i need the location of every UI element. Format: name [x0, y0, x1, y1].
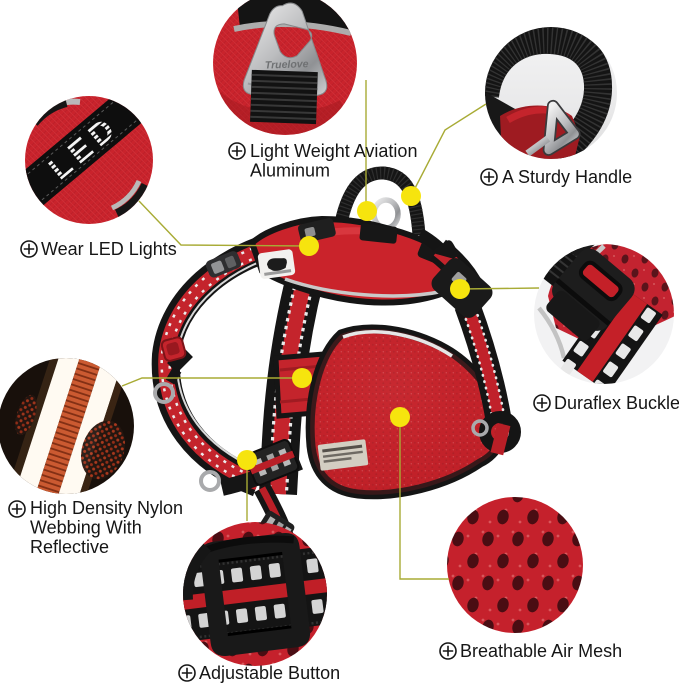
svg-text:Wear LED Lights: Wear LED Lights: [41, 239, 177, 259]
svg-text:A Sturdy Handle: A Sturdy Handle: [502, 167, 632, 187]
svg-text:Adjustable Button: Adjustable Button: [199, 663, 340, 683]
svg-text:Reflective: Reflective: [30, 537, 109, 557]
svg-text:Truelove: Truelove: [265, 58, 309, 72]
svg-text:High Density Nylon: High Density Nylon: [30, 498, 183, 518]
svg-text:Breathable Air Mesh: Breathable Air Mesh: [460, 641, 622, 661]
svg-text:Aluminum: Aluminum: [250, 161, 330, 181]
svg-text:Duraflex Buckle: Duraflex Buckle: [554, 393, 679, 413]
svg-text:Webbing With: Webbing With: [30, 518, 142, 538]
svg-text:Light Weight Aviation: Light Weight Aviation: [250, 141, 417, 161]
